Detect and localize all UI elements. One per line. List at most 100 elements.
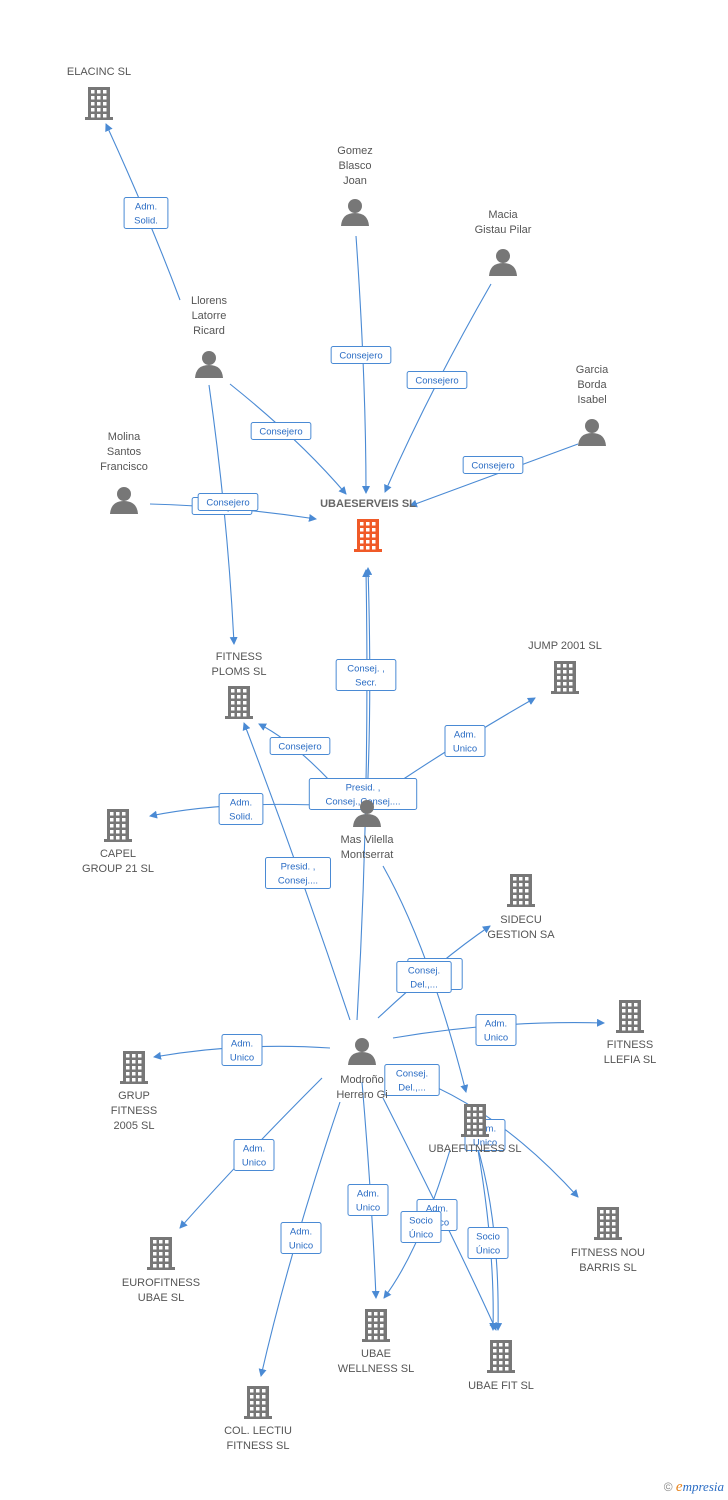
node-label: Molina — [108, 431, 141, 443]
node-label: Macia — [488, 209, 518, 221]
node-label: LLEFIA SL — [604, 1054, 657, 1066]
node-label: UBAEFITNESS SL — [429, 1143, 522, 1155]
person-icon — [110, 487, 138, 514]
edge-label-text: Adm. — [135, 202, 157, 213]
edge-label-box — [233, 1139, 275, 1171]
node-label: SIDECU — [500, 914, 542, 926]
edge-label-text: Socio — [476, 1232, 500, 1243]
edge-label-box — [197, 493, 259, 511]
edge-label-text: Socio — [409, 1216, 433, 1227]
edge-label-modrono-to-grupfitness[interactable]: Adm. Unico — [221, 1034, 263, 1066]
building-icon — [244, 1386, 272, 1419]
node-label: JUMP 2001 SL — [528, 640, 602, 652]
node-label: Modroño — [340, 1074, 383, 1086]
person-icon — [348, 1038, 376, 1065]
edge-label-box — [444, 725, 486, 757]
node-label: FITNESS SL — [227, 1440, 290, 1452]
edge-label-box — [330, 346, 392, 364]
edge-label-modrono-to-eurofitness[interactable]: Adm.Unico — [233, 1139, 275, 1171]
edge-label-text: Consejero — [259, 427, 302, 438]
node-label: COL. LECTIU — [224, 1425, 292, 1437]
edge-label-text: Consejero — [415, 376, 458, 387]
edge-label-text: Unico — [289, 1241, 313, 1252]
person-icon — [353, 800, 381, 827]
edge-label-box — [467, 1227, 509, 1259]
node-ubaeserveis[interactable]: UBAESERVEIS SL — [320, 498, 416, 552]
node-ubaefit[interactable]: UBAEFITNESS SL — [429, 1104, 522, 1155]
node-label: GROUP 21 SL — [82, 863, 154, 875]
edge-label-box — [462, 456, 524, 474]
edge-label-box — [265, 857, 331, 889]
node-label: Blasco — [338, 160, 371, 172]
edge-label-text: Adm. — [243, 1144, 265, 1155]
node-colectiu[interactable]: COL. LECTIU FITNESS SL — [224, 1386, 292, 1452]
brand-logo-text: mpresia — [682, 1479, 724, 1494]
edge-label-text: Unico — [453, 744, 477, 755]
node-label: Montserrat — [341, 849, 394, 861]
edge-label-text: Unico — [230, 1053, 254, 1064]
edge-label-modrono-to-fitnessllefia[interactable]: Adm.Unico — [475, 1014, 517, 1046]
edge-label-mas-to-ubaefit[interactable]: Consej.Del.,... — [396, 961, 452, 993]
edge-label-text: Consej.... — [278, 876, 318, 887]
node-ubaefitsl[interactable]: UBAE FIT SL — [468, 1340, 534, 1392]
edge-label-mas-to-fitnessploms[interactable]: Consejero — [269, 737, 331, 755]
edge-label-mas-to-jump2001[interactable]: Adm.Unico — [444, 725, 486, 757]
building-icon — [85, 87, 113, 120]
edge-label-modrono-to-ubaewellness[interactable]: Adm.Unico — [347, 1184, 389, 1216]
building-icon — [147, 1237, 175, 1270]
edge-label-text: Único — [476, 1246, 500, 1257]
node-label: Latorre — [192, 310, 227, 322]
building-icon — [551, 661, 579, 694]
edge-label-text: Adm. — [231, 1039, 253, 1050]
node-label: GESTION SA — [487, 929, 555, 941]
node-label: FITNESS — [607, 1039, 653, 1051]
edge-label-llorens-to-elacinc[interactable]: Adm.Solid. — [123, 197, 169, 229]
edge-label-text: Consej. , — [347, 664, 385, 675]
node-jump2001[interactable]: JUMP 2001 SL — [528, 640, 602, 694]
edge-label-box — [396, 961, 452, 993]
node-elacinc[interactable]: ELACINC SL — [67, 66, 131, 120]
edge-label-modrono-to-colectiu[interactable]: Adm.Unico — [280, 1222, 322, 1254]
building-icon — [104, 809, 132, 842]
edge-label-modrono-to-fitnessploms[interactable]: Presid. ,Consej.... — [265, 857, 331, 889]
edge-label-text: Adm. — [485, 1019, 507, 1030]
person-icon — [195, 351, 223, 378]
edge-label-box — [218, 793, 264, 825]
node-fitnessllefia[interactable]: FITNESS LLEFIA SL — [604, 1000, 657, 1066]
edge-label-garcia-to-ubaeserveis[interactable]: Consejero — [462, 456, 524, 474]
edge-label-text: Consej. — [396, 1069, 428, 1080]
edge-label-text: Adm. — [230, 798, 252, 809]
edge-label-box — [384, 1064, 440, 1096]
edge-label-gomez-to-ubaeserveis[interactable]: Consejero — [330, 346, 392, 364]
edge-label-macia-to-ubaeserveis[interactable]: Consejero — [406, 371, 468, 389]
node-sidecu[interactable]: SIDECU GESTION SA — [487, 874, 555, 941]
edge-label-mas-to-capel[interactable]: Adm.Solid. — [218, 793, 264, 825]
edge-label-llorens-to-fitnessploms[interactable]: Consejero — [197, 493, 259, 511]
edge-label-llorens-to-ubaeserveis[interactable]: Consejero — [250, 422, 312, 440]
edge-label-box — [400, 1211, 442, 1243]
edge-label-modrono-to-fitnessnou[interactable]: Consej.Del.,... — [384, 1064, 440, 1096]
edge-label-text: Consejero — [206, 498, 249, 509]
node-label: Joan — [343, 175, 367, 187]
node-label: Isabel — [577, 394, 606, 406]
building-icon — [594, 1207, 622, 1240]
node-label: 2005 SL — [114, 1120, 155, 1132]
edge-label-text: Presid. , — [346, 783, 381, 794]
node-label: UBAE — [361, 1348, 391, 1360]
edge-label-mas-to-ubaeserveis[interactable]: Consej. ,Secr. — [335, 659, 397, 691]
